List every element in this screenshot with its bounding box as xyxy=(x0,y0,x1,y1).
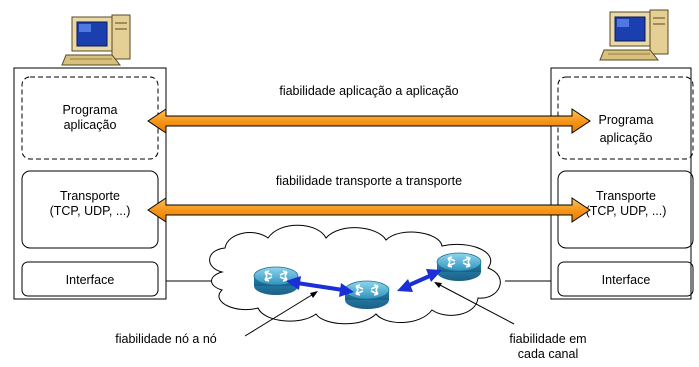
transport-reliability-label: fiabilidade transporte a transporte xyxy=(276,174,462,188)
channel-reliability-label-1: fiabilidade em xyxy=(509,332,586,346)
hop-reliability-label: fiabilidade nó a nó xyxy=(115,332,217,346)
channel-pointer xyxy=(434,282,515,325)
computer-icon xyxy=(599,9,669,61)
right-host: Programa aplicação Transporte (TCP, UDP,… xyxy=(550,9,694,300)
app-reliability-arrow xyxy=(147,108,591,134)
app-reliability-label: fiabilidade aplicação a aplicação xyxy=(279,84,458,98)
right-app-label-1: Programa xyxy=(599,113,654,127)
hop-arrow-1 xyxy=(286,276,354,297)
right-interface-layer xyxy=(557,261,694,297)
router-icon xyxy=(344,280,390,310)
right-stack-frame xyxy=(550,67,692,300)
right-app-label-2: aplicação xyxy=(600,131,653,145)
right-interface-label: Interface xyxy=(602,273,651,287)
left-app-layer xyxy=(21,76,159,160)
computer-icon xyxy=(61,14,131,66)
cloud-icon xyxy=(209,224,501,325)
channel-reliability-label-2: cada canal xyxy=(518,347,578,361)
left-transport-label-2: (TCP, UDP, ...) xyxy=(50,204,131,218)
right-app-layer xyxy=(557,76,694,160)
left-host: Programa aplicação Transporte (TCP, UDP,… xyxy=(13,14,167,300)
router-icon xyxy=(436,252,482,282)
transport-reliability-arrow xyxy=(147,197,591,223)
hop-pointer xyxy=(244,291,318,337)
left-interface-layer xyxy=(21,261,159,297)
hop-arrow-2 xyxy=(397,269,442,292)
left-transport-label-1: Transporte xyxy=(60,189,120,203)
left-app-label-1: Programa xyxy=(63,103,118,117)
right-transport-label-1: Transporte xyxy=(596,189,656,203)
left-stack-frame xyxy=(13,67,167,300)
right-transport-label-2: (TCP, UDP, ...) xyxy=(586,204,667,218)
left-app-label-2: aplicação xyxy=(64,118,117,132)
left-interface-label: Interface xyxy=(66,273,115,287)
